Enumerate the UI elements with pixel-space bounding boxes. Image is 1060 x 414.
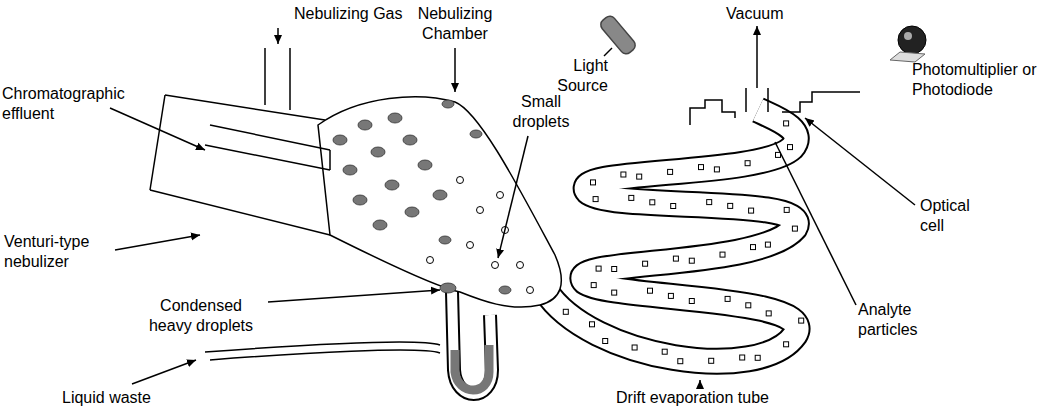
- analyte-particle: [632, 345, 637, 350]
- analyte-particle: [714, 167, 719, 172]
- analyte-particle: [591, 180, 596, 185]
- analyte-particle: [784, 121, 789, 126]
- waste-trap: [205, 292, 492, 394]
- analyte-particle: [784, 207, 789, 212]
- detector-label: Photomultiplier or Photodiode: [912, 60, 1052, 100]
- analyte-particle: [709, 358, 714, 363]
- analyte-particle: [603, 339, 608, 344]
- analyte-particle: [563, 309, 568, 314]
- analyte-particle: [678, 359, 683, 364]
- analyte-particle: [593, 197, 598, 202]
- optical-cell: [690, 88, 860, 125]
- analyte-particle: [591, 283, 596, 288]
- optical-cell-label: Optical cell: [920, 196, 992, 236]
- leader-arrows: [110, 26, 915, 384]
- drift-tube-label: Drift evaporation tube: [616, 388, 769, 408]
- analyte-particle: [673, 256, 678, 261]
- analyte-particle: [596, 266, 601, 271]
- venturi-nebulizer: [150, 48, 330, 235]
- analyte-particle: [788, 145, 793, 150]
- analyte-particle: [699, 165, 704, 170]
- droplets-label: Small droplets: [505, 92, 577, 132]
- photodetector: [890, 26, 926, 62]
- analyte-particle: [725, 296, 730, 301]
- analyte-particle: [707, 200, 712, 205]
- nebulizer-label: Venturi-type nebulizer: [4, 232, 114, 272]
- waste-label: Liquid waste: [62, 388, 151, 408]
- analyte-particle: [746, 303, 751, 308]
- vacuum-label: Vacuum: [726, 4, 784, 24]
- analyte-particle: [799, 318, 804, 323]
- analyte-particle: [755, 355, 760, 360]
- analyte-particle: [668, 169, 673, 174]
- gas-inlet-label: Nebulizing Gas: [294, 4, 403, 24]
- analyte-particle: [689, 299, 694, 304]
- analyte-particle: [765, 242, 770, 247]
- analyte-particle: [650, 200, 655, 205]
- analyte-particle: [643, 261, 648, 266]
- particles-label: Analyte particles: [858, 300, 942, 340]
- analyte-particle: [662, 349, 667, 354]
- analyte-particle: [648, 288, 653, 293]
- light-source: [598, 14, 637, 56]
- analyte-particle: [766, 311, 771, 316]
- chamber-label: Nebulizing Chamber: [400, 4, 510, 44]
- analyte-particle: [612, 290, 617, 295]
- analyte-particle: [637, 174, 642, 179]
- analyte-particle: [792, 226, 797, 231]
- analyte-particle: [629, 195, 634, 200]
- analyte-particle: [621, 172, 626, 177]
- analyte-particle: [590, 322, 595, 327]
- drift-tube: [545, 110, 804, 364]
- analyte-particle: [728, 203, 733, 208]
- analyte-particle: [784, 342, 789, 347]
- effluent-label: Chromatographic effluent: [2, 84, 137, 124]
- analyte-particle: [745, 161, 750, 166]
- analyte-particle: [689, 258, 694, 263]
- light-source-label: Light Source: [548, 56, 608, 96]
- analyte-particle: [720, 252, 725, 257]
- analyte-particle: [751, 245, 756, 250]
- analyte-particle: [612, 267, 617, 272]
- analyte-particle: [668, 293, 673, 298]
- analyte-particle: [749, 208, 754, 213]
- heavy-droplets-label: Condensed heavy droplets: [140, 296, 262, 336]
- analyte-particle: [740, 355, 745, 360]
- analyte-particle: [671, 204, 676, 209]
